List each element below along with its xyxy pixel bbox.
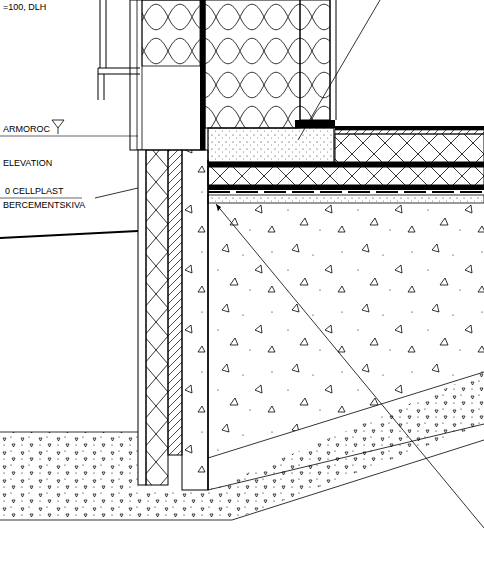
level-label: ELEVATION: [2, 158, 53, 168]
note-label: =100, DLH: [2, 2, 47, 12]
part-label: 0 CELLPLAST: [4, 186, 65, 196]
part-label: ARMOROC: [2, 124, 51, 134]
part-label: BERCEMENTSKIVA: [2, 200, 86, 210]
